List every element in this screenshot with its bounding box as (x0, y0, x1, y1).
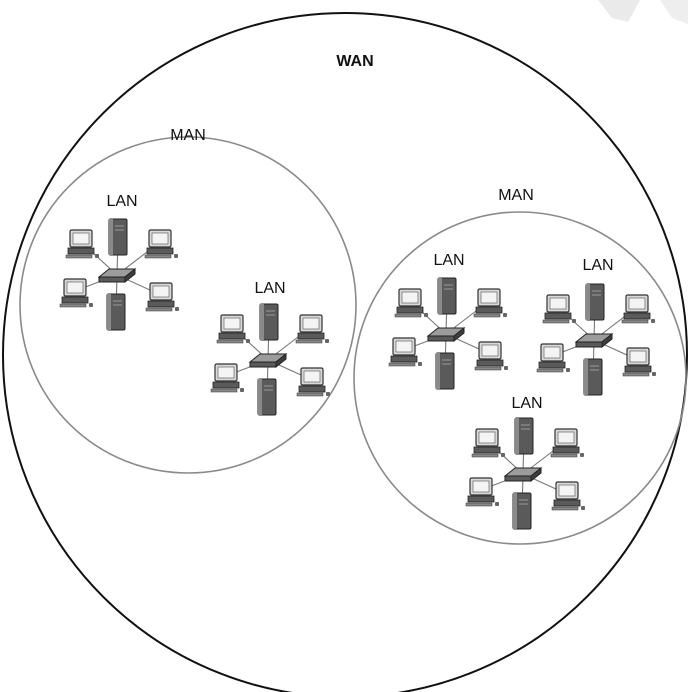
computer (296, 367, 330, 397)
computer (216, 314, 250, 344)
computer (622, 347, 656, 377)
lan-cluster-5 (465, 417, 585, 530)
lan-label-4: LAN (582, 257, 613, 274)
man-label-1: MAN (170, 127, 206, 144)
computer (388, 337, 422, 367)
computer (145, 282, 179, 312)
computer (210, 363, 244, 393)
computer (295, 314, 329, 344)
server (583, 358, 603, 396)
computer (394, 288, 428, 318)
lan-cluster-3 (388, 277, 508, 390)
lan-label-5: LAN (511, 395, 542, 412)
computer (144, 229, 178, 259)
lan-label-2: LAN (254, 280, 285, 297)
hub-switch (503, 466, 543, 483)
server (585, 283, 605, 321)
computer (542, 294, 576, 324)
hub-switch (574, 332, 614, 349)
wan-boundary (2, 12, 688, 692)
lan-cluster-1 (59, 218, 179, 331)
man-label-2: MAN (498, 187, 534, 204)
computer (473, 288, 507, 318)
lan-cluster-4 (536, 283, 656, 396)
lan-cluster-2 (210, 303, 330, 416)
server (437, 277, 457, 315)
server (435, 352, 455, 390)
computer (465, 477, 499, 507)
computer (65, 229, 99, 259)
server (257, 378, 277, 416)
lan-clusters (59, 218, 656, 530)
hub-switch (97, 267, 137, 284)
hub-switch (248, 352, 288, 369)
server (512, 492, 532, 530)
lan-label-1: LAN (106, 193, 137, 210)
computer (550, 428, 584, 458)
computer (471, 428, 505, 458)
computer (59, 278, 93, 308)
computer (536, 343, 570, 373)
computer (621, 294, 655, 324)
man-boundary-2 (353, 211, 687, 545)
server (108, 218, 128, 256)
computer (474, 341, 508, 371)
computer (551, 481, 585, 511)
watermark-graphic (598, 0, 688, 24)
wan-label: WAN (336, 53, 373, 70)
lan-label-3: LAN (433, 252, 464, 269)
hub-switch (426, 326, 466, 343)
server (514, 417, 534, 455)
server (259, 303, 279, 341)
man-boundary-1 (19, 136, 357, 474)
server (106, 293, 126, 331)
